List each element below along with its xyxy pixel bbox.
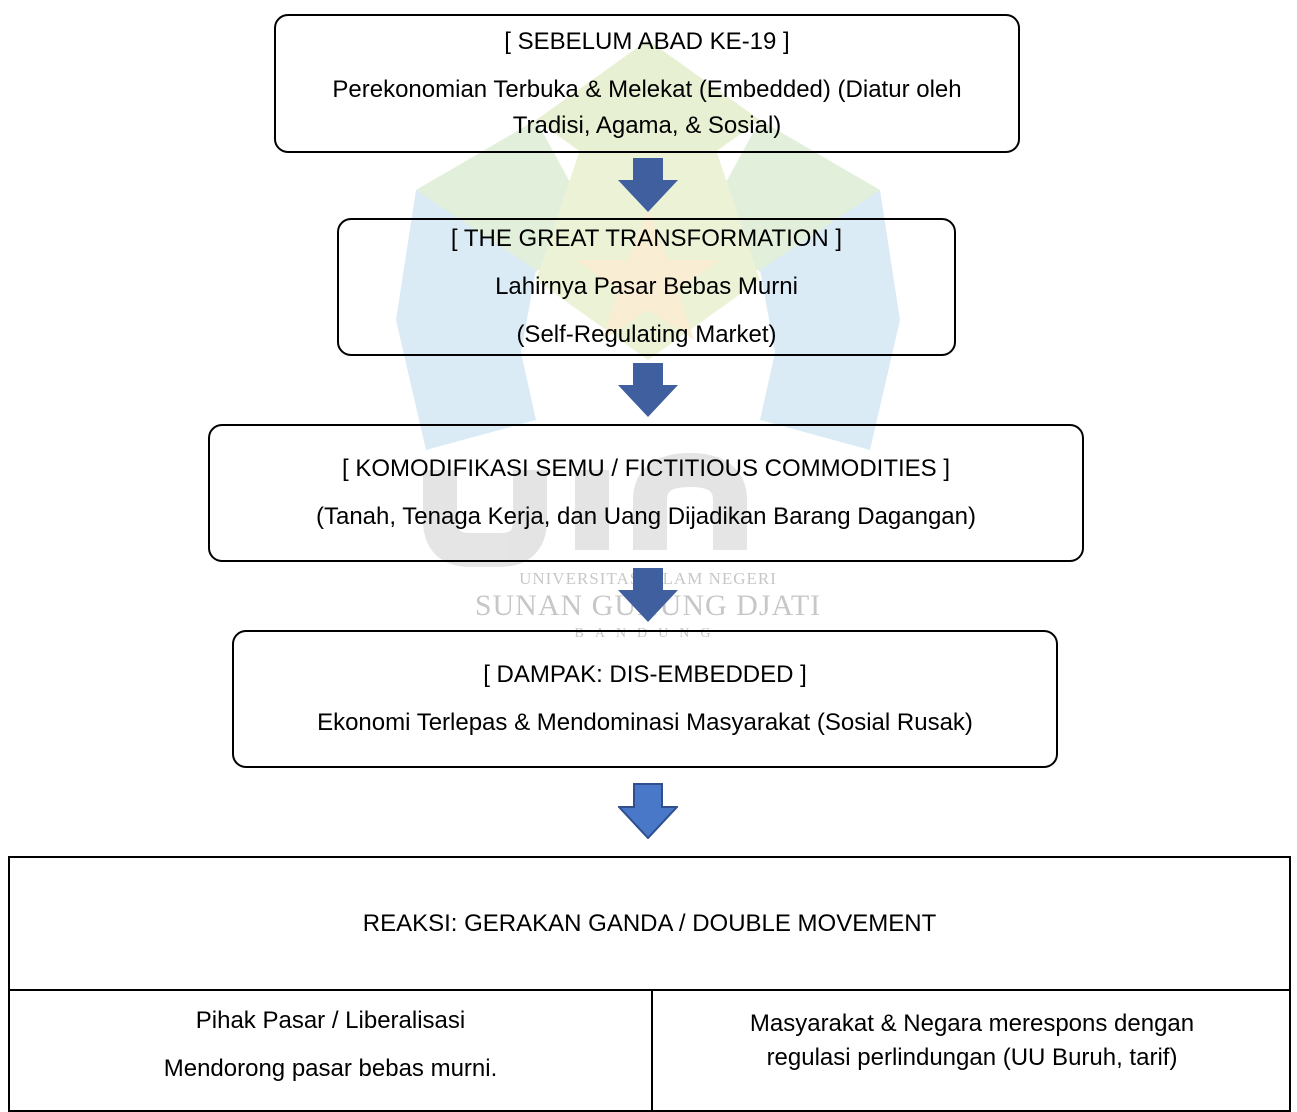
stage-title: [ SEBELUM ABAD KE-19 ] — [504, 27, 790, 55]
market-side-description: Mendorong pasar bebas murni. — [163, 1055, 498, 1082]
stage-box-fictitious-commodities: [ KOMODIFIKASI SEMU / FICTITIOUS COMMODI… — [208, 424, 1084, 562]
svg-text:BANDUNG: BANDUNG — [575, 626, 722, 641]
down-arrow-icon — [618, 568, 678, 622]
stage-title: [ THE GREAT TRANSFORMATION ] — [450, 225, 843, 252]
market-side-cell: Pihak Pasar / Liberalisasi Mendorong pas… — [10, 991, 653, 1112]
stage-title: [ DAMPAK: DIS-EMBEDDED ] — [483, 661, 807, 688]
stage-description-line-1: (Tanah, Tenaga Kerja, dan Uang Dijadikan… — [315, 503, 976, 530]
stage-description-line-1: Lahirnya Pasar Bebas Murni — [495, 273, 798, 300]
stage-description-line-1: Ekonomi Terlepas & Mendominasi Masyaraka… — [317, 709, 973, 736]
society-side-line-1: Masyarakat & Negara merespons dengan — [749, 1010, 1195, 1037]
down-arrow-outline-icon — [618, 783, 678, 839]
stage-description-line-1: Perekonomian Terbuka & Melekat (Embedded… — [332, 75, 962, 103]
stage-box-dis-embedded: [ DAMPAK: DIS-EMBEDDED ] Ekonomi Terlepa… — [232, 630, 1058, 768]
stage-description-line-2: (Self-Regulating Market) — [516, 321, 777, 348]
market-side-title: Pihak Pasar / Liberalisasi — [195, 1007, 466, 1034]
stage-box-great-transformation: [ THE GREAT TRANSFORMATION ] Lahirnya Pa… — [337, 218, 956, 356]
stage-box-before-19th-century: [ SEBELUM ABAD KE-19 ] Perekonomian Terb… — [274, 14, 1020, 153]
stage-description-line-2: Tradisi, Agama, & Sosial) — [512, 111, 782, 139]
society-side-cell: Masyarakat & Negara merespons dengan reg… — [653, 991, 1291, 1112]
double-movement-table: REAKSI: GERAKAN GANDA / DOUBLE MOVEMENT … — [8, 856, 1291, 1112]
society-side-line-2: regulasi perlindungan (UU Buruh, tarif) — [766, 1043, 1178, 1071]
down-arrow-icon — [618, 158, 678, 212]
stage-title: [ KOMODIFIKASI SEMU / FICTITIOUS COMMODI… — [341, 455, 951, 482]
down-arrow-icon — [618, 363, 678, 417]
double-movement-header: REAKSI: GERAKAN GANDA / DOUBLE MOVEMENT — [10, 858, 1289, 991]
